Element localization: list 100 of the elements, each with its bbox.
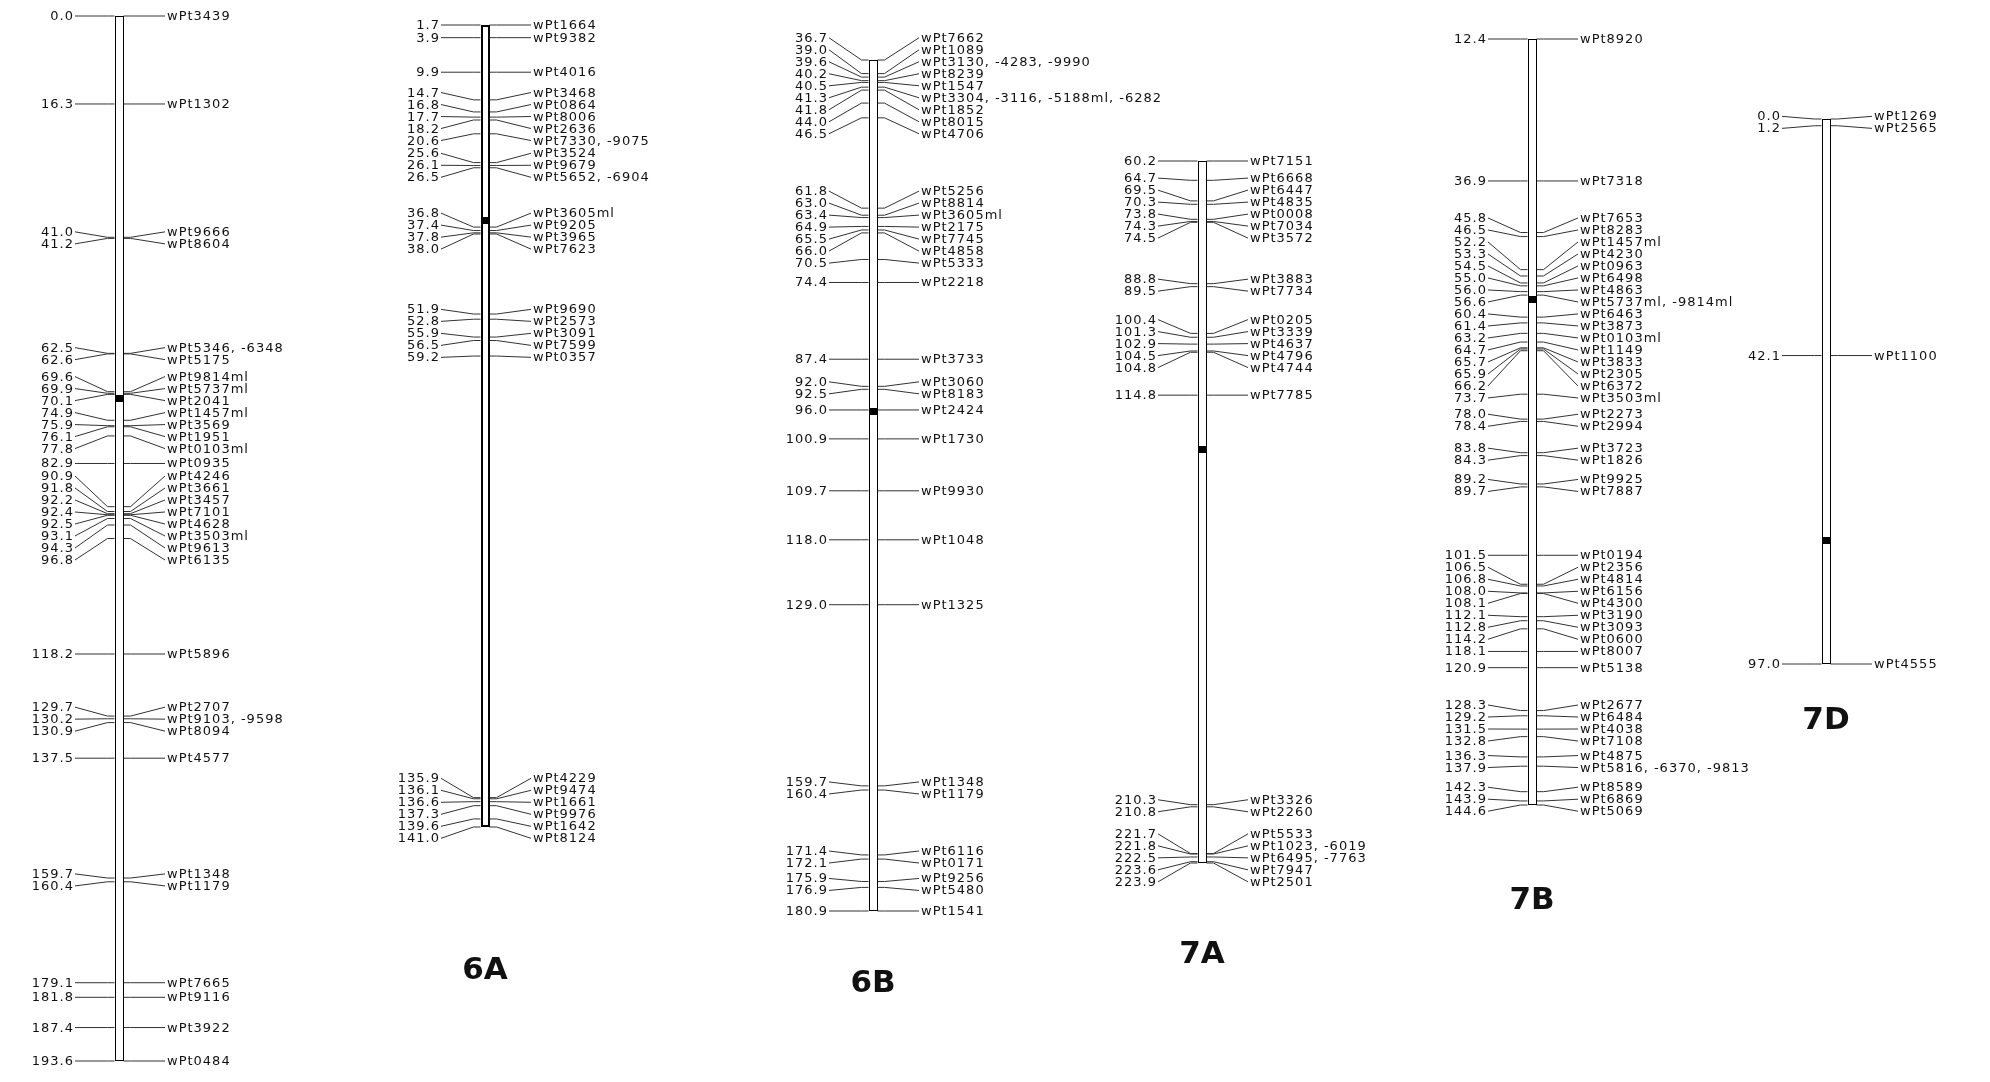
leader-line	[1536, 322, 1579, 327]
position-label: 53.3	[1397, 247, 1487, 260]
marker-name: wPt8007	[1580, 645, 1644, 658]
leader-line	[1206, 856, 1249, 859]
leader-line	[828, 789, 869, 795]
marker-name: wPt0935	[167, 457, 231, 470]
marker-name: wPt8015	[921, 115, 985, 128]
position-label: 92.4	[0, 506, 74, 518]
position-label: 36.8	[350, 207, 440, 220]
leader-line	[1487, 265, 1528, 284]
marker-name: wPt7330, -9075	[533, 134, 650, 147]
marker-name: wPt1100	[1874, 349, 1938, 362]
leader-line	[1487, 350, 1528, 387]
leader-line	[74, 881, 115, 887]
leader-line	[1536, 765, 1579, 769]
position-label: 51.9	[350, 303, 440, 316]
position-label: 137.9	[1397, 761, 1487, 774]
leader-line	[74, 1027, 115, 1029]
position-label: 129.7	[0, 701, 74, 714]
leader-line	[1206, 845, 1249, 855]
leader-line	[440, 37, 481, 39]
leader-line	[1536, 554, 1579, 556]
marker-name: wPt5256	[921, 185, 985, 198]
position-label: 78.0	[1397, 408, 1487, 421]
position-label: 193.6	[0, 1055, 74, 1067]
marker-name: wPt0205	[1250, 313, 1314, 326]
position-label: 97.0	[1691, 658, 1781, 670]
leader-line	[123, 376, 166, 393]
position-label: 70.3	[1067, 196, 1157, 209]
marker-name: wPt4246	[167, 470, 231, 482]
leader-line	[1206, 799, 1249, 806]
leader-line	[1536, 180, 1579, 182]
leader-line	[877, 49, 920, 75]
position-label: 92.0	[738, 375, 828, 388]
marker-name: wPt1325	[921, 598, 985, 611]
leader-line	[440, 777, 481, 799]
position-label: 109.7	[738, 484, 828, 497]
leader-line	[123, 518, 166, 537]
position-label: 118.1	[1397, 645, 1487, 658]
leader-line	[489, 233, 532, 250]
leader-line	[828, 117, 869, 135]
leader-line	[74, 424, 115, 427]
position-label: 26.5	[350, 171, 440, 184]
leader-line	[1536, 420, 1579, 427]
leader-line	[1487, 455, 1528, 461]
leader-line	[440, 340, 481, 346]
leader-line	[828, 73, 869, 82]
position-label: 76.1	[0, 430, 74, 443]
position-label: 223.6	[1067, 863, 1157, 876]
position-label: 94.3	[0, 542, 74, 554]
marker-name: wPt1826	[1580, 454, 1644, 467]
leader-line	[1487, 348, 1528, 375]
marker-name: wPt7745	[921, 233, 985, 246]
marker-name: wPt0484	[167, 1055, 231, 1067]
leader-line	[828, 781, 869, 787]
position-label: 172.1	[738, 857, 828, 869]
marker-name: wPt6484	[1580, 711, 1644, 723]
leader-line	[440, 318, 481, 322]
leader-line	[1487, 413, 1528, 420]
leader-line	[1536, 294, 1579, 303]
leader-line	[1536, 704, 1579, 712]
position-label: 46.5	[738, 127, 828, 140]
leader-line	[1536, 313, 1579, 318]
leader-line	[1536, 590, 1579, 594]
leader-line	[877, 190, 920, 209]
leader-line	[123, 706, 166, 717]
position-label: 56.6	[1397, 295, 1487, 308]
leader-line	[440, 826, 481, 839]
leader-line	[440, 104, 481, 113]
marker-name: wPt9666	[167, 225, 231, 238]
marker-name: wPt7662	[921, 31, 985, 44]
leader-line	[1157, 331, 1198, 338]
leader-line	[1206, 160, 1249, 162]
marker-name: wPt0171	[921, 857, 985, 869]
marker-name: wPt9256	[921, 872, 985, 885]
marker-name: wPt4814	[1580, 573, 1644, 586]
marker-name: wPt5737ml	[167, 382, 249, 395]
position-label: 96.0	[738, 403, 828, 416]
marker-name: wPt2424	[921, 403, 985, 416]
chromosome-label: 7D	[1802, 701, 1850, 735]
leader-line	[489, 308, 532, 315]
marker-name: wPt2677	[1580, 699, 1644, 711]
marker-name: wPt1457ml	[1580, 235, 1662, 248]
position-label: 41.3	[738, 91, 828, 104]
position-label: 60.2	[1067, 155, 1157, 167]
marker-name: wPt1951	[167, 430, 231, 443]
leader-line	[1487, 765, 1528, 769]
leader-line	[74, 487, 115, 512]
marker-name: wPt2356	[1580, 561, 1644, 574]
marker-name: wPt4229	[533, 772, 597, 785]
leader-line	[489, 355, 532, 358]
leader-line	[828, 225, 869, 228]
marker-name: wPt0103ml	[1580, 331, 1662, 344]
leader-line	[1157, 343, 1198, 345]
leader-line	[877, 214, 920, 219]
leader-line	[123, 873, 166, 879]
marker-name: wPt3503ml	[1580, 391, 1662, 404]
leader-line	[489, 116, 532, 118]
marker-name: wPt4858	[921, 245, 985, 258]
position-label: 159.7	[0, 867, 74, 880]
